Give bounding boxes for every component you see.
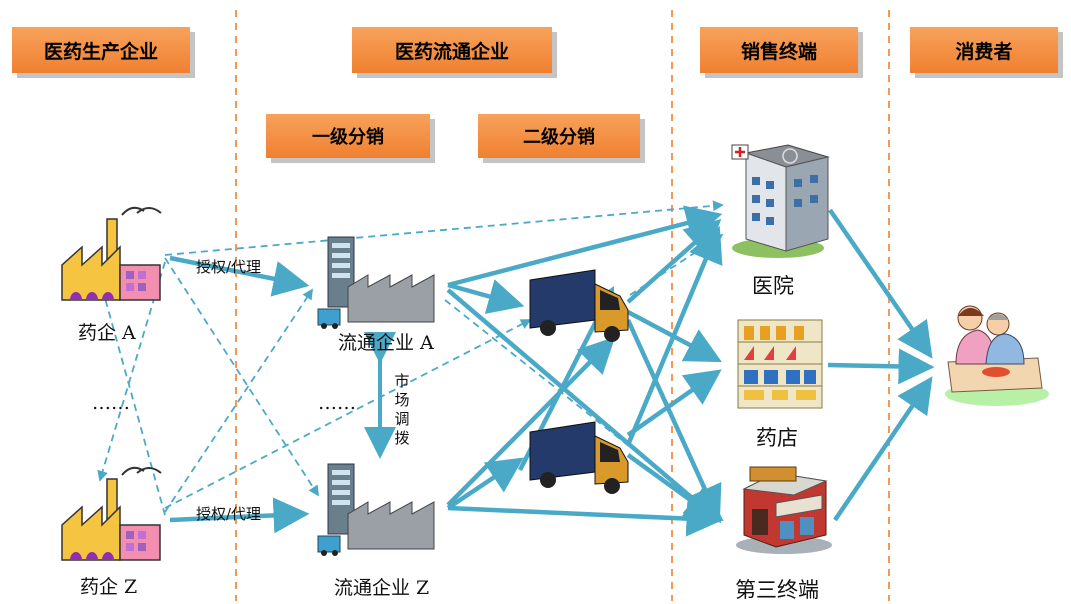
truck-1-icon	[529, 269, 629, 342]
arrow-hospital-consumer	[828, 208, 933, 359]
label-third-terminal: 第三终端	[735, 578, 819, 602]
arrow-distz-truck2	[446, 457, 524, 510]
dash-z-a	[97, 278, 166, 516]
dash-z-truck1	[164, 319, 532, 509]
store-icon	[736, 466, 832, 554]
header-producer: 医药生产企业	[12, 27, 190, 73]
warehouse-a-icon	[317, 236, 435, 329]
dashed-flows	[97, 200, 724, 522]
arrow-dista-truck1	[447, 279, 525, 314]
arrow-truck2-hospital	[625, 225, 723, 446]
label-hospital: 医院	[752, 274, 794, 298]
dash-z-dista	[164, 288, 313, 513]
label-pharma-z: 药企 Z	[80, 576, 138, 598]
pharmacy-icon	[737, 319, 823, 409]
hospital-icon	[731, 144, 830, 258]
header-consumer: 消费者	[910, 27, 1058, 73]
arrow-distz-third	[447, 500, 723, 537]
warehouse-z-icon	[317, 463, 435, 556]
arrow-dista-third	[446, 288, 722, 523]
subheader-level1: 一级分销	[266, 114, 430, 158]
arrow-third-consumer	[833, 376, 933, 522]
arrow-distz-truck1	[446, 336, 616, 507]
label-dist-a: 流通企业 A	[338, 332, 434, 354]
label-dots-mid: ……	[318, 392, 356, 414]
label-pharma-a: 药企 A	[78, 322, 136, 344]
arrow-pharmacy-consumer	[827, 348, 935, 385]
factory-z-icon	[61, 466, 162, 561]
arrow-z-distz	[169, 497, 310, 534]
header-terminal: 销售终端	[700, 27, 858, 73]
arrow-truck2-third	[626, 453, 722, 523]
arrow-truck2-pharmacy	[626, 369, 722, 437]
factory-a-icon	[61, 206, 162, 301]
label-auth-top: 授权/代理	[196, 258, 262, 276]
dash-a-hospital	[164, 200, 724, 256]
label-dots-left: ……	[92, 392, 130, 414]
label-pharmacy: 药店	[756, 426, 798, 450]
label-dist-z: 流通企业 Z	[334, 577, 430, 599]
arrow-truck1-third	[625, 319, 722, 523]
label-market-allocation: 市场调拨	[394, 372, 410, 447]
subheader-level2: 二级分销	[478, 114, 640, 158]
dash-a-distz	[164, 257, 319, 497]
consumers-icon	[945, 305, 1049, 406]
label-auth-bottom: 授权/代理	[196, 505, 262, 523]
header-distributor: 医药流通企业	[352, 27, 552, 73]
arrow-dista-hospital	[447, 205, 723, 288]
truck-2-icon	[529, 421, 629, 494]
arrow-a-dista	[169, 255, 310, 297]
